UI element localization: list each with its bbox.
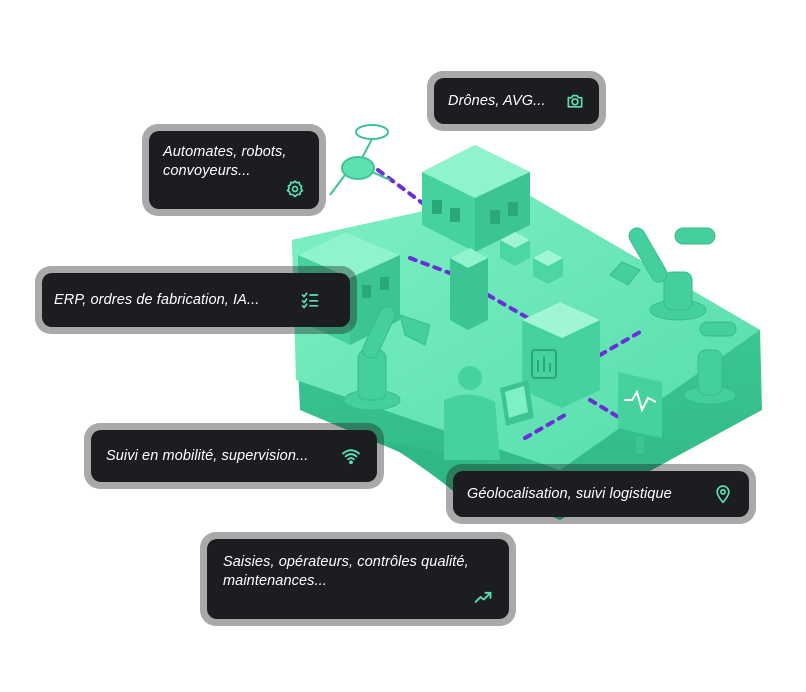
operator-figure bbox=[444, 366, 534, 460]
location-pin-icon bbox=[713, 484, 733, 504]
label-geolocalisation: Géolocalisation, suivi logistique bbox=[446, 464, 756, 524]
label-saisies-operateurs: Saisies, opérateurs, contrôles qualité, … bbox=[200, 532, 516, 626]
server-tower bbox=[450, 248, 488, 330]
label-saisies-operateurs-text: Saisies, opérateurs, contrôles qualité, … bbox=[223, 554, 469, 589]
monitor-screen bbox=[618, 372, 662, 454]
label-erp: ERP, ordres de fabrication, IA... bbox=[35, 266, 357, 334]
checklist-icon bbox=[300, 290, 320, 310]
label-suivi-mobilite: Suivi en mobilité, supervision... bbox=[84, 423, 384, 489]
label-automates-robots-body: Automates, robots, convoyeurs... bbox=[149, 131, 319, 209]
trend-up-icon bbox=[473, 587, 493, 607]
robot-arm-right bbox=[609, 227, 716, 321]
label-geolocalisation-body: Géolocalisation, suivi logistique bbox=[453, 471, 749, 517]
label-automates-robots-text: Automates, robots, convoyeurs... bbox=[163, 144, 287, 179]
warehouse-building bbox=[422, 145, 530, 252]
wifi-icon bbox=[341, 446, 361, 466]
label-drones-avg: Drônes, AVG... bbox=[427, 71, 606, 131]
label-erp-text: ERP, ordres de fabrication, IA... bbox=[54, 291, 260, 308]
gear-icon bbox=[285, 179, 305, 199]
connection-lines bbox=[376, 168, 642, 440]
robot-arm-left bbox=[343, 306, 431, 411]
robot-arm-far-right bbox=[683, 321, 737, 405]
label-automates-robots: Automates, robots, convoyeurs... bbox=[142, 124, 326, 216]
storage-boxes bbox=[500, 232, 563, 284]
label-drones-avg-body: Drônes, AVG... bbox=[434, 78, 599, 124]
drone bbox=[329, 124, 391, 196]
label-geolocalisation-text: Géolocalisation, suivi logistique bbox=[467, 485, 672, 502]
label-suivi-mobilite-text: Suivi en mobilité, supervision... bbox=[106, 447, 309, 464]
label-saisies-operateurs-body: Saisies, opérateurs, contrôles qualité, … bbox=[207, 539, 509, 619]
label-suivi-mobilite-body: Suivi en mobilité, supervision... bbox=[91, 430, 377, 482]
label-drones-avg-text: Drônes, AVG... bbox=[448, 92, 546, 109]
label-erp-body: ERP, ordres de fabrication, IA... bbox=[42, 273, 350, 327]
central-controller bbox=[522, 302, 600, 408]
camera-icon bbox=[565, 91, 585, 111]
